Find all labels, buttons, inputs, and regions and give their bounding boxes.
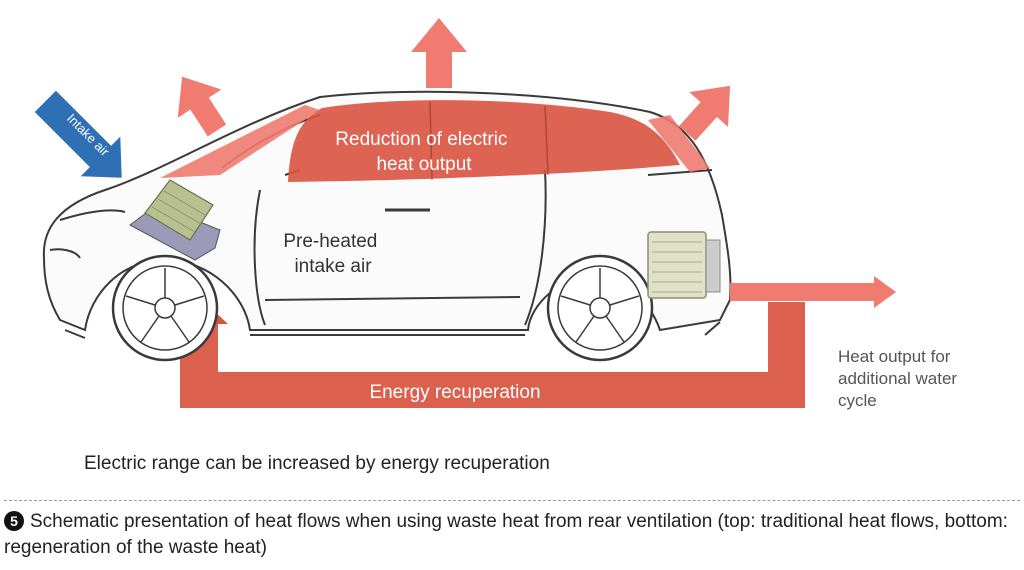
- heat-arrow-top: [411, 18, 467, 88]
- summary-text: Electric range can be increased by energ…: [84, 453, 550, 474]
- rear-window-heat-strip: [648, 115, 710, 172]
- cabin-heat-area: [288, 100, 680, 182]
- heat-output-label-line-2: additional water: [838, 369, 957, 388]
- heat-output-arrow: [730, 276, 896, 308]
- preheated-label-line-2: intake air: [294, 256, 372, 277]
- figure-caption-text: Schematic presentation of heat flows whe…: [4, 511, 1008, 558]
- reduction-label-line-1: Reduction of electric: [335, 129, 507, 150]
- heat-arrow-upper-right: [679, 85, 731, 141]
- heat-arrow-upper-left: [177, 76, 227, 137]
- reduction-label: Reduction of electric heat output: [335, 129, 512, 175]
- energy-recuperation-label: Energy recuperation: [369, 382, 540, 403]
- front-wheel: [111, 254, 219, 362]
- heat-output-label-line-3: cycle: [838, 391, 877, 410]
- dashed-divider: [4, 500, 1020, 501]
- intake-air-arrow: [34, 90, 122, 178]
- rear-wheel: [546, 254, 654, 362]
- preheated-label-line-1: Pre-heated: [283, 231, 377, 252]
- figure-number-badge: 5: [4, 511, 24, 531]
- energy-recuperation-loop: [180, 302, 805, 408]
- front-heat-exchanger: [129, 179, 221, 261]
- windshield-heat-strip: [160, 105, 320, 178]
- heat-output-label: Heat output for additional water cycle: [838, 347, 962, 410]
- reduction-label-line-2: heat output: [376, 154, 472, 175]
- rear-heat-exchanger: [647, 231, 721, 299]
- heat-flow-diagram: Intake air Reduction of electric heat ou…: [34, 18, 962, 410]
- heat-output-label-line-1: Heat output for: [838, 347, 951, 366]
- preheated-label: Pre-heated intake air: [283, 231, 382, 277]
